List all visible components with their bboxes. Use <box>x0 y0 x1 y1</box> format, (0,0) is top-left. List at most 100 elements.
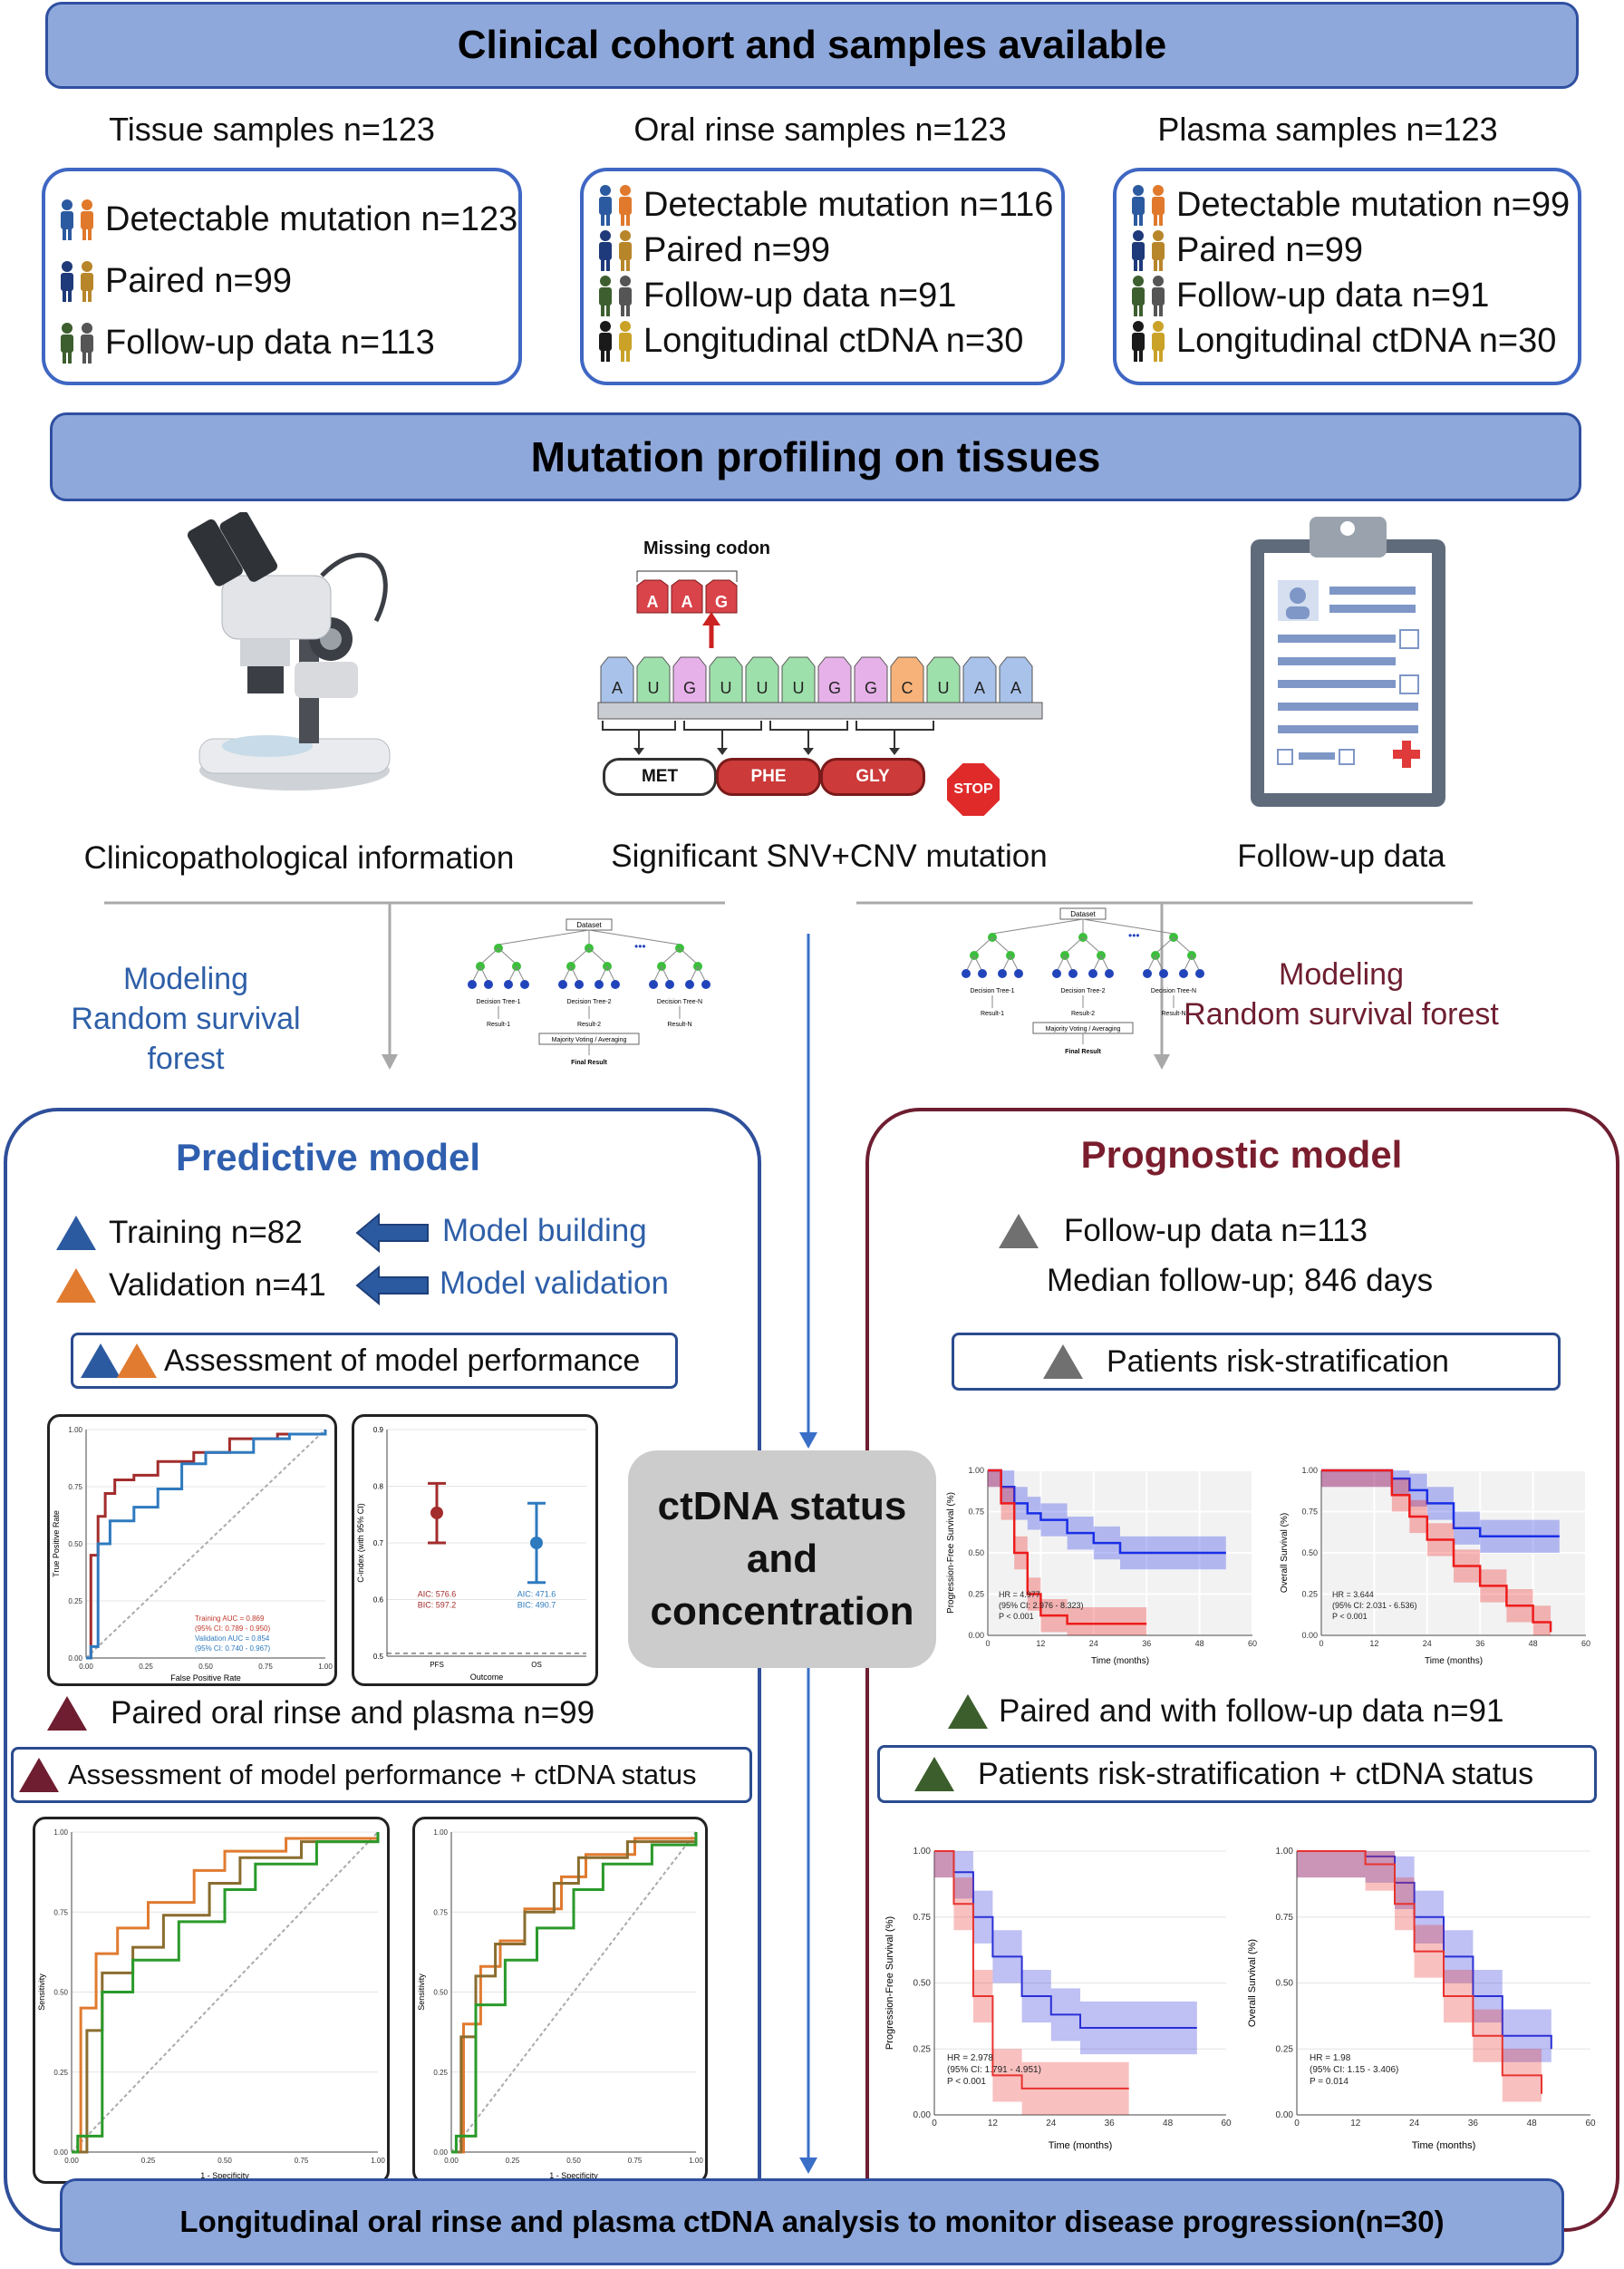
microscope-icon <box>187 512 391 790</box>
rf-root-label: Dataset <box>1070 910 1096 918</box>
rf-node <box>701 980 710 989</box>
x-tick-label: 48 <box>1527 2119 1538 2128</box>
rf-edge <box>1183 955 1193 973</box>
x-tick-label: 36 <box>1105 2119 1116 2128</box>
rf-node <box>962 969 971 978</box>
tissue-row-paired: Paired n=99 <box>54 258 292 304</box>
plasma-row-detectable: Detectable mutation n=99 <box>1126 182 1570 228</box>
y-tick-label: 0.50 <box>1276 1979 1294 1989</box>
protein-met: MET <box>603 758 717 796</box>
rf-node <box>1105 969 1114 978</box>
series-line <box>1297 1850 1542 2094</box>
rf-node <box>1195 969 1204 978</box>
rf-node <box>1014 969 1023 978</box>
rf-edge <box>965 955 975 973</box>
rf-node <box>611 980 620 989</box>
stat-text: HR = 4.977 <box>999 1590 1040 1599</box>
y-tick-label: 0.5 <box>373 1653 384 1661</box>
rf-vote-label: Majority Voting / Averaging <box>1046 1026 1121 1033</box>
x-axis-label: Time (months) <box>1425 1656 1483 1666</box>
mrna-base-label: U <box>757 679 768 697</box>
rf-edge <box>471 965 481 984</box>
x-tick-label: 36 <box>1468 2119 1479 2128</box>
rf-result-label: Result-N <box>667 1022 691 1028</box>
x-axis-label: False Positive Rate <box>170 1673 241 1682</box>
rf-edge <box>1155 955 1165 973</box>
y-tick-label: 0.25 <box>1301 1590 1318 1599</box>
stop-icon: STOP <box>947 763 1000 816</box>
codon-base <box>705 579 738 614</box>
stat-text: HR = 3.644 <box>1332 1590 1374 1599</box>
caption-clinicopathological: Clinicopathological information <box>83 840 515 876</box>
series-line <box>72 1832 380 2154</box>
y-tick-label: 0.50 <box>53 1989 68 1997</box>
prognostic-title: Prognostic model <box>1080 1133 1403 1176</box>
x-tick-label: 48 <box>1163 2119 1174 2128</box>
reference-diagonal <box>85 1429 326 1659</box>
y-tick-label: 0.00 <box>68 1654 82 1663</box>
stat-text: (95% CI: 0.789 - 0.950) <box>195 1624 270 1633</box>
x-tick-label: 1.00 <box>371 2157 385 2165</box>
rf-edge <box>498 947 517 965</box>
x-tick-label: 1.00 <box>318 1663 333 1671</box>
rf-edge <box>498 929 590 945</box>
y-tick-label: 0.7 <box>373 1539 384 1547</box>
x-tick-label: 0.75 <box>628 2157 643 2165</box>
rf-edge <box>479 965 489 984</box>
rf-edge <box>1001 955 1011 973</box>
clipboard-icon <box>1251 517 1445 807</box>
oral-row-longitudinal: Longitudinal ctDNA n=30 <box>593 318 1023 364</box>
missing-codon-group <box>636 570 738 653</box>
rf-node <box>1052 969 1061 978</box>
people-icon <box>1132 185 1165 226</box>
x-axis-label: 1 - Specificity <box>200 2171 249 2180</box>
caption-followup: Follow-up data <box>1237 839 1445 874</box>
y-tick-label: 1.00 <box>68 1426 82 1434</box>
triangle-blue-icon <box>56 1216 96 1250</box>
tissue-title: Tissue samples n=123 <box>109 111 435 148</box>
rf-result-label: Result-2 <box>577 1022 601 1028</box>
rf-result-label: Result-2 <box>1071 1011 1095 1017</box>
mrna-base-label: A <box>612 679 623 697</box>
x-tick-label: 24 <box>1409 2119 1420 2128</box>
y-tick-label: 0.50 <box>68 1540 82 1548</box>
stat-text: (95% CI: 2.031 - 6.536) <box>1332 1601 1417 1610</box>
profiling-banner-title: Mutation profiling on tissues <box>530 433 1101 480</box>
rf-node <box>665 980 674 989</box>
y-tick-label: 0.50 <box>968 1548 984 1557</box>
rf-edge <box>570 947 590 965</box>
rf-tree-label: Decision Tree-1 <box>970 988 1014 994</box>
stat-text: P = 0.014 <box>1310 2077 1348 2087</box>
mrna-base-label: A <box>1010 679 1021 697</box>
y-axis-label: C-index (with 95% CI) <box>356 1503 365 1583</box>
x-tick-label: 36 <box>1475 1639 1484 1648</box>
rf-edge <box>1064 955 1074 973</box>
y-tick-label: 1.00 <box>1276 1847 1294 1857</box>
people-icon <box>61 323 93 364</box>
codon-base-label: A <box>682 593 693 611</box>
x-tick-label: 0 <box>1319 1639 1323 1648</box>
rf-edge <box>679 947 699 965</box>
x-tick-label: 0.25 <box>506 2157 520 2165</box>
ctdna-center-box: ctDNA status and concentration <box>628 1450 936 1668</box>
plasma-row-followup: Follow-up data n=91 <box>1126 273 1489 318</box>
rf-node <box>649 980 658 989</box>
mrna-base-label: U <box>720 679 732 697</box>
triangle-wine-icon <box>19 1758 59 1792</box>
protein-gly: GLY <box>820 758 925 796</box>
caption-snv-cnv: Significant SNV+CNV mutation <box>611 839 1048 874</box>
triangle-blue-icon <box>81 1343 121 1378</box>
rf-node <box>594 980 604 989</box>
y-tick-label: 0.25 <box>53 2069 68 2077</box>
people-icon <box>599 230 632 271</box>
series-line <box>72 1832 380 2154</box>
y-tick-label: 1.00 <box>53 1828 68 1837</box>
rf-edge <box>991 936 1011 955</box>
